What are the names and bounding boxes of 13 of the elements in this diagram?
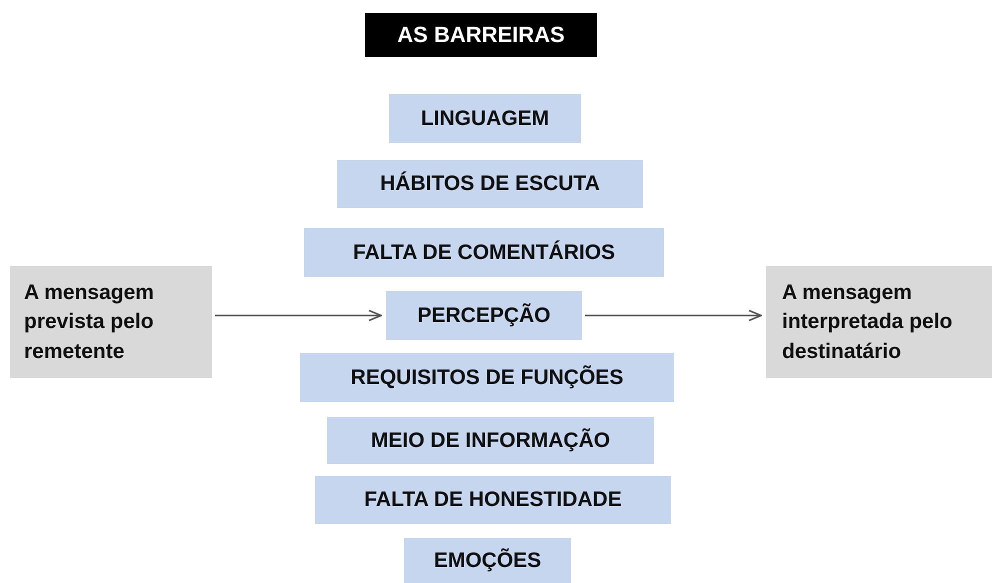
title-banner: AS BARREIRAS [365,13,597,57]
barrier-box: PERCEPÇÃO [386,291,582,340]
barrier-box: FALTA DE COMENTÁRIOS [304,228,664,277]
barrier-box: FALTA DE HONESTIDADE [315,476,671,524]
message-box: A mensagem interpretada pelo destinatário [766,266,992,378]
barrier-box: REQUISITOS DE FUNÇÕES [300,353,674,402]
barrier-box: MEIO DE INFORMAÇÃO [327,417,654,464]
message-box: A mensagem prevista pelo remetente [10,266,212,378]
barrier-box: HÁBITOS DE ESCUTA [337,160,643,208]
barrier-box: LINGUAGEM [389,94,581,143]
arrow [215,310,382,322]
arrow [585,310,762,322]
barrier-box: EMOÇÕES [404,538,571,583]
